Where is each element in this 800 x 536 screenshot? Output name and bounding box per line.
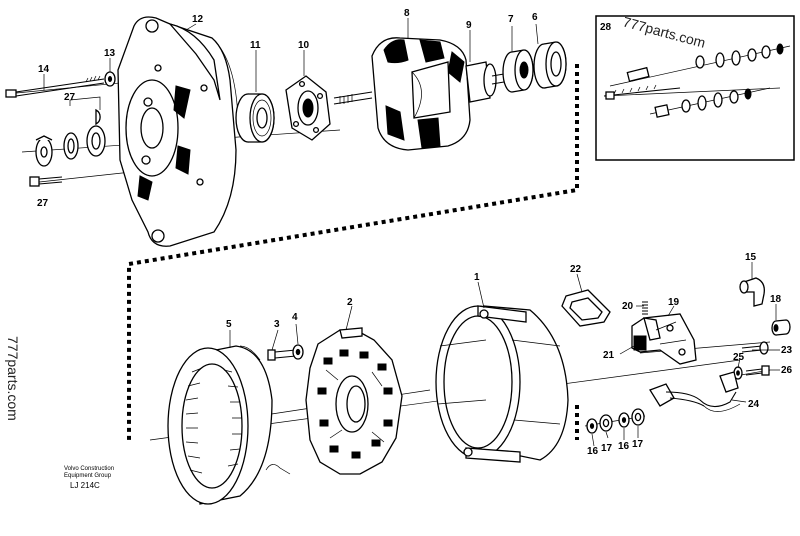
callout-21: 21 <box>603 350 615 361</box>
callout-3: 3 <box>274 319 280 330</box>
rotor-shaft-9 <box>465 61 505 103</box>
fastener-set-27 <box>35 96 106 167</box>
inset-box-28: 28 777parts.com <box>595 13 795 161</box>
callout-24: 24 <box>748 399 760 410</box>
callout-20: 20 <box>622 301 634 312</box>
callout-9: 9 <box>466 20 472 31</box>
harness-24 <box>649 371 741 412</box>
spring-20 <box>642 301 648 315</box>
callout-23: 23 <box>781 345 793 356</box>
bolt-27 <box>29 176 63 187</box>
callout-7: 7 <box>508 14 514 25</box>
washers-16-17 <box>586 408 645 434</box>
regulator-19 <box>631 313 697 365</box>
bolt-14 <box>5 75 105 98</box>
callout-27-lower: 27 <box>37 198 49 209</box>
callout-19: 19 <box>668 297 680 308</box>
footer-code: LJ 214C <box>70 481 100 490</box>
rectifier-2 <box>305 327 403 475</box>
callout-2: 2 <box>347 297 353 308</box>
footer-line2: Equipment Group <box>64 473 112 479</box>
washer-13 <box>104 71 116 87</box>
bearing-11 <box>235 93 275 143</box>
grommet-18 <box>771 319 791 336</box>
callout-27-upper: 27 <box>64 92 76 103</box>
end-shield-12 <box>117 16 239 247</box>
callout-16-left: 16 <box>587 446 599 457</box>
screw-3 <box>267 349 297 361</box>
cap-6 <box>533 41 567 89</box>
callout-22: 22 <box>570 264 582 275</box>
callout-12: 12 <box>192 14 204 25</box>
callout-13: 13 <box>104 48 116 59</box>
dashed-connector <box>127 64 579 440</box>
watermark-side: 777parts.com <box>5 336 21 421</box>
callout-labels: 12 13 14 27 27 11 10 8 9 7 6 5 3 4 2 1 2… <box>37 8 793 457</box>
callout-25: 25 <box>733 352 745 363</box>
stator-5 <box>167 345 291 505</box>
callout-26: 26 <box>781 365 793 376</box>
housing-1 <box>435 305 569 463</box>
callout-28: 28 <box>600 22 612 33</box>
callout-8: 8 <box>404 8 410 19</box>
elbow-15 <box>739 277 765 307</box>
callout-1: 1 <box>474 272 480 283</box>
screw-26 <box>745 365 770 376</box>
leader-lines <box>43 18 780 447</box>
washer-4 <box>292 344 304 360</box>
callout-10: 10 <box>298 40 310 51</box>
rotor-8 <box>333 37 471 151</box>
bolt-23 <box>741 341 769 355</box>
callout-17-right: 17 <box>632 439 644 450</box>
callout-15: 15 <box>745 252 757 263</box>
callout-16-right: 16 <box>618 441 630 452</box>
callout-14: 14 <box>38 64 50 75</box>
bearing-7 <box>502 49 534 93</box>
callout-6: 6 <box>532 12 538 23</box>
retainer-plate-10 <box>285 75 331 141</box>
callout-11: 11 <box>250 40 261 51</box>
callout-5: 5 <box>226 319 232 330</box>
callout-18: 18 <box>770 294 782 305</box>
callout-4: 4 <box>292 312 298 323</box>
footer-line1: Volvo Construction <box>64 466 114 472</box>
footer-caption: Volvo Construction Equipment Group LJ 21… <box>64 466 114 490</box>
callout-17-left: 17 <box>601 443 613 454</box>
gasket-22 <box>561 289 611 327</box>
